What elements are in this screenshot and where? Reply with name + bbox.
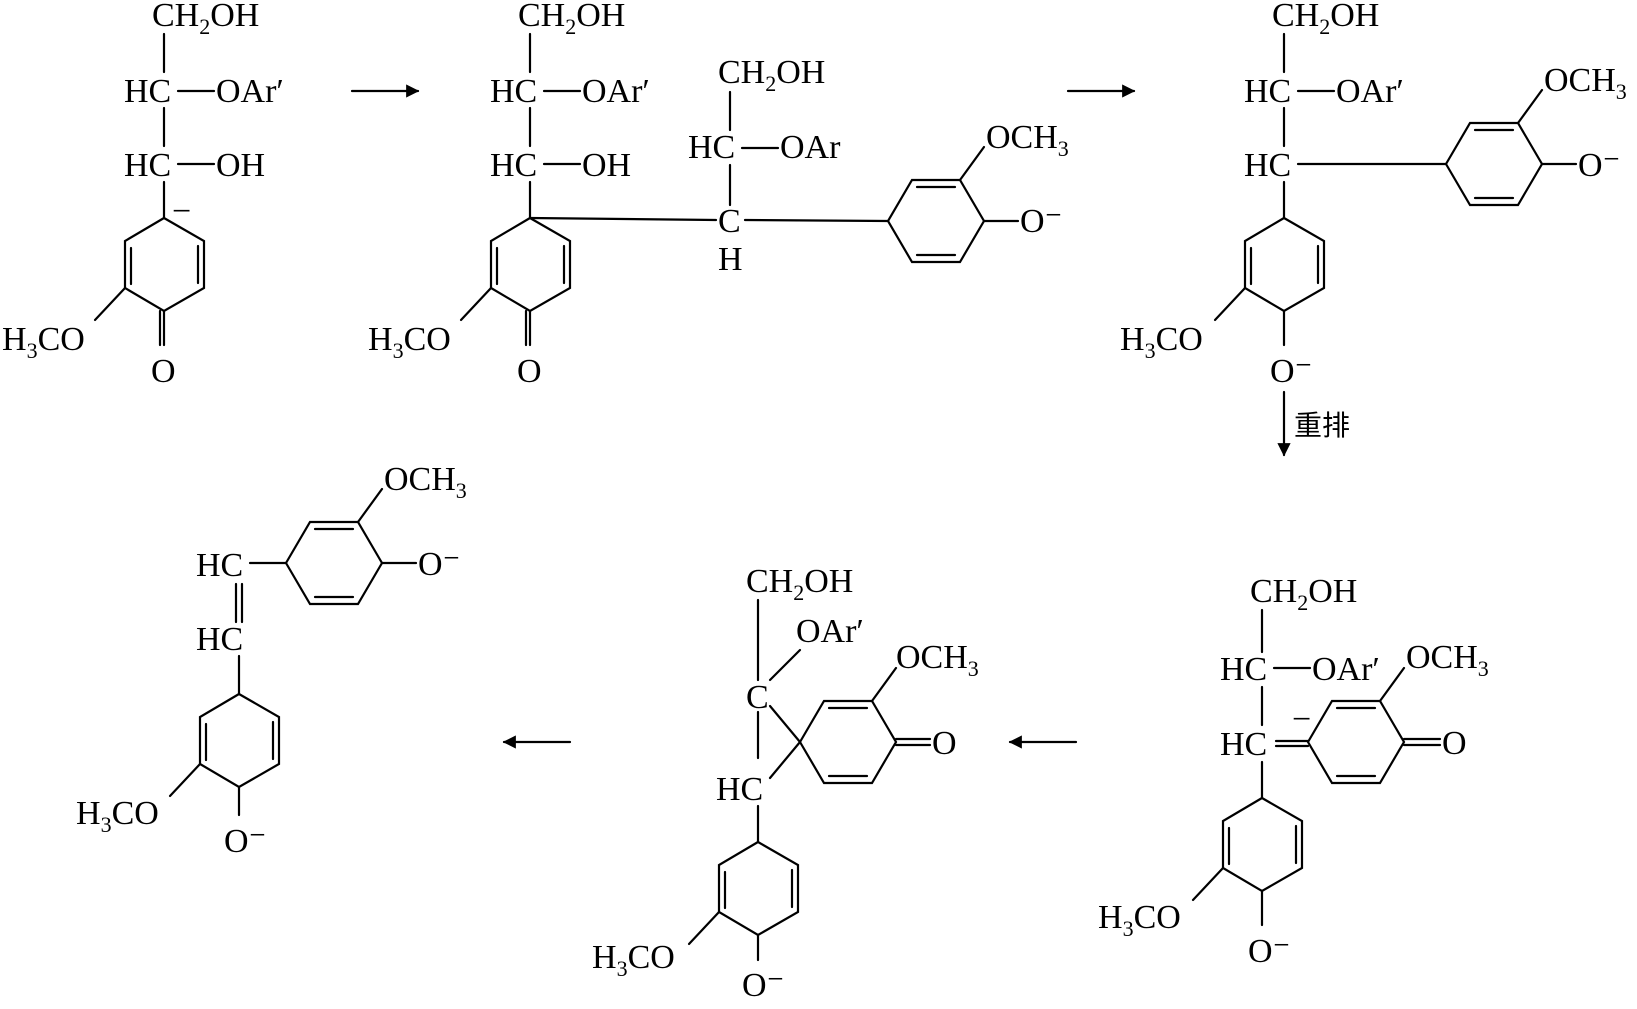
rearrangement-label: 重排 [1294, 409, 1350, 442]
carbanion-minus: − [1292, 701, 1311, 738]
carbonyl-o: O [932, 725, 957, 762]
ch2oh-label: CH2OH [746, 563, 853, 605]
phenoxide-ring [284, 520, 384, 606]
carbonyl-o: O [517, 353, 542, 390]
phenoxide-ring [198, 692, 281, 789]
oar-prime-label: OAr′ [1312, 651, 1380, 688]
structure-6-stilbene: HC OCH3 O⁻ HC O⁻ H3CO [76, 461, 467, 860]
oar-prime-label: OAr′ [216, 73, 284, 110]
carbonyl-o: O [151, 353, 176, 390]
phenoxide-ring [1444, 121, 1544, 207]
quinone-ring [1306, 699, 1406, 785]
och3-label: OCH3 [1406, 639, 1489, 681]
phenoxide-o: O⁻ [1248, 933, 1291, 970]
structure-4-rearranged-anion: CH2OH HC OAr′ − HC O OCH3 O⁻ H3CO [1098, 573, 1489, 970]
ch2oh-label: CH2OH [718, 54, 825, 96]
phenoxide-o: O⁻ [1578, 147, 1621, 184]
methoxy-label: H3CO [2, 321, 85, 363]
phenoxide-ring [1221, 796, 1304, 893]
hc-label: HC [196, 547, 243, 584]
hc-label: HC [1220, 651, 1267, 688]
oar-label: OAr [780, 129, 841, 166]
ch2oh-label: CH2OH [1250, 573, 1357, 615]
oh-label: OH [582, 147, 631, 184]
hc-label: HC [490, 147, 537, 184]
methoxy-label: H3CO [1098, 899, 1181, 941]
hc-label: HC [196, 621, 243, 658]
carbanion-minus: − [172, 193, 191, 230]
oar-prime-label: OAr′ [582, 73, 650, 110]
quinone-ring [123, 216, 206, 313]
phenoxide-o: O⁻ [418, 546, 461, 583]
hc-label: HC [1220, 726, 1267, 763]
phenoxide-o: O⁻ [224, 823, 267, 860]
phenoxide-o: O⁻ [1020, 203, 1063, 240]
c-label: C [746, 679, 769, 716]
methoxy-label: H3CO [592, 939, 675, 981]
och3-label: OCH3 [986, 119, 1069, 161]
quinone-ring [798, 699, 898, 785]
ch2oh-label: CH2OH [1272, 0, 1379, 39]
structure-2-adduct: CH2OH HC OAr′ HC OH O H3CO CH2OH HC OAr … [368, 0, 1069, 390]
methoxy-label: H3CO [76, 795, 159, 837]
oh-label: OH [216, 147, 265, 184]
hc-label: HC [490, 73, 537, 110]
hc-label: HC [124, 147, 171, 184]
methoxy-label: H3CO [368, 321, 451, 363]
oar-prime-label: OAr′ [796, 613, 864, 650]
och3-label: OCH3 [384, 461, 467, 503]
h-label: H [718, 241, 743, 278]
phenoxide-o: O⁻ [1270, 353, 1313, 390]
hc-label: HC [124, 73, 171, 110]
structure-5-spirocyclopropane: CH2OH OAr′ C O OCH3 HC O⁻ H3CO [592, 563, 979, 1004]
c-label: C [718, 203, 741, 240]
quinone-ring [489, 216, 572, 313]
hc-label: HC [716, 771, 763, 808]
phenoxide-o: O⁻ [742, 967, 785, 1004]
hc-label: HC [1244, 147, 1291, 184]
ch2oh-label: CH2OH [152, 0, 259, 39]
phenoxide-ring [1243, 216, 1326, 313]
oar-prime-label: OAr′ [1336, 73, 1404, 110]
hc-label: HC [1244, 73, 1291, 110]
och3-label: OCH3 [896, 639, 979, 681]
hc-label: HC [688, 129, 735, 166]
ch2oh-label: CH2OH [518, 0, 625, 39]
carbonyl-o: O [1442, 725, 1467, 762]
phenoxide-ring [717, 840, 800, 937]
structure-1-quinone-methide-anion: CH2OH HC OAr′ HC OH − O H3CO [2, 0, 284, 390]
structure-3-diaryl: CH2OH HC OAr′ HC OCH3 O⁻ O⁻ H3CO [1120, 0, 1627, 390]
och3-label: OCH3 [1544, 62, 1627, 104]
phenoxide-ring [886, 178, 986, 264]
methoxy-label: H3CO [1120, 321, 1203, 363]
